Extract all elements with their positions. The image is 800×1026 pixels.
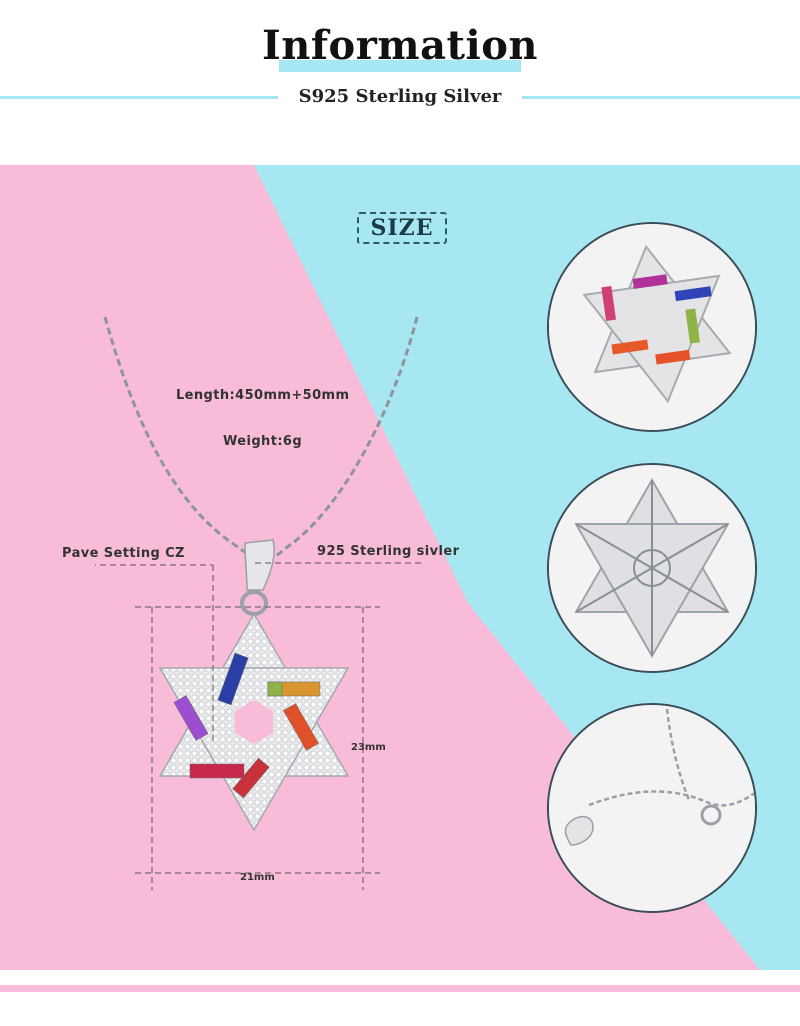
subtitle-rule-left xyxy=(0,96,278,99)
height-dimension: 23mm xyxy=(351,742,386,753)
subtitle-rule-right xyxy=(522,96,800,99)
title-highlight xyxy=(279,60,521,72)
weight-spec: Weight:6g xyxy=(223,434,303,449)
pendant-necklace-icon xyxy=(95,316,425,890)
page-title: Information xyxy=(262,22,538,69)
length-spec: Length:450mm+50mm xyxy=(176,388,350,403)
page-subtitle: S925 Sterling Silver xyxy=(298,86,502,107)
pendant-back-closeup xyxy=(547,463,757,673)
footer-band xyxy=(0,985,800,992)
chain-clasp-closeup xyxy=(547,703,757,913)
header xyxy=(0,0,800,165)
size-badge: SIZE xyxy=(357,212,447,244)
pendant-front-closeup xyxy=(547,222,757,432)
width-dimension: 21mm xyxy=(240,872,275,883)
pave-setting-label: Pave Setting CZ xyxy=(62,546,185,561)
material-label: 925 Sterling sivler xyxy=(317,544,460,559)
